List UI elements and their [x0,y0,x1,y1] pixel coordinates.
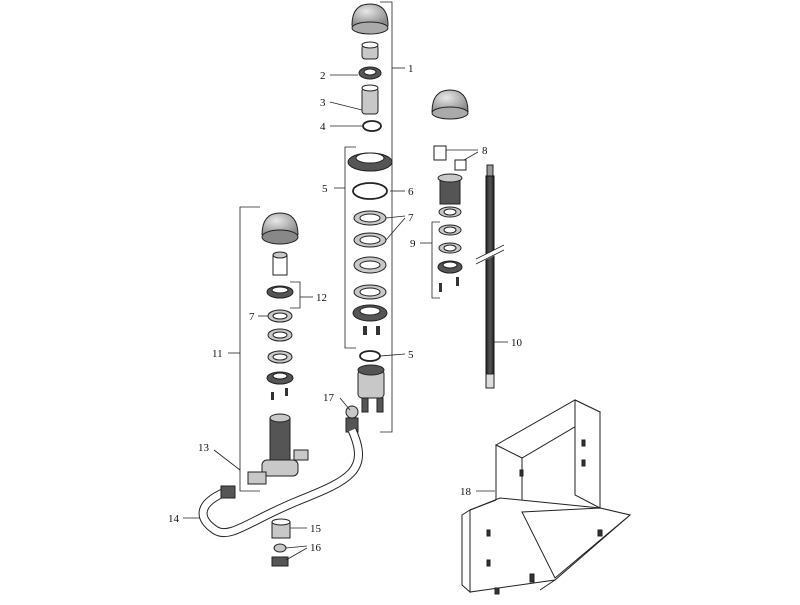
left-washer-c [267,350,293,364]
part-7-washer-d [353,284,387,300]
right-screws [439,277,459,292]
right-washer-b [438,224,462,236]
part-7-washer-e [352,304,388,322]
left-cap-knob [261,212,299,245]
part-7-washer-c [353,256,387,274]
label-7-left: 7 [249,311,255,323]
bracket-11 [239,206,260,492]
label-11: 11 [212,348,223,360]
label-6: 6 [408,186,414,198]
right-washer-a [438,206,462,218]
center-stem-nut [361,41,379,60]
label-18: 18 [460,486,472,498]
callout-labels: 1 2 3 4 5 6 7 8 9 10 5 11 12 7 13 14 15 … [168,63,523,554]
part-6-oring [352,182,388,200]
label-9: 9 [410,238,416,250]
right-cartridge [437,173,463,205]
part-8-clips [433,145,467,171]
part-5-oring-lower [359,350,381,362]
part-3-sleeve [361,84,379,115]
label-2: 2 [320,70,326,82]
label-10: 10 [511,337,523,349]
label-3: 3 [320,97,326,109]
part-15-fitting [271,518,291,539]
label-13: 13 [198,442,210,454]
bracket-5-upper [344,146,356,349]
right-cap-knob [431,89,469,120]
left-screws [271,388,288,400]
part-18-mounting-box [461,399,632,595]
center-cap-knob [351,3,389,35]
label-8: 8 [482,145,488,157]
right-washer-c [438,242,462,254]
label-17: 17 [323,392,335,404]
right-washer-d [437,260,463,274]
label-12: 12 [316,292,327,304]
left-washer-d [266,371,294,385]
label-14: 14 [168,513,180,525]
label-7-center: 7 [408,212,414,224]
left-washer-b [267,328,293,342]
label-16: 16 [310,542,322,554]
label-15: 15 [310,523,322,535]
bracket-9 [431,221,440,299]
part-12-cartridge-top [266,285,294,299]
left-washer-a [267,309,293,323]
part-2-ring [358,66,382,80]
label-4: 4 [320,121,326,133]
left-stem [272,251,288,276]
part-7-washer-a [353,210,387,226]
part-5-cartridge-top [347,152,393,172]
center-valve-body [357,364,385,413]
part-10-hose [474,164,506,389]
part-4-clip [362,120,382,132]
left-valve-body [247,413,309,485]
part-17-connector [345,405,359,433]
part-16-nut [271,543,289,567]
bracket-12 [290,281,301,309]
screws-center [363,326,380,335]
label-5-lower: 5 [408,349,414,361]
label-1: 1 [408,63,414,75]
part-14-hose-loop [198,428,363,538]
label-5-upper: 5 [322,183,328,195]
part-7-washer-b [353,232,387,248]
